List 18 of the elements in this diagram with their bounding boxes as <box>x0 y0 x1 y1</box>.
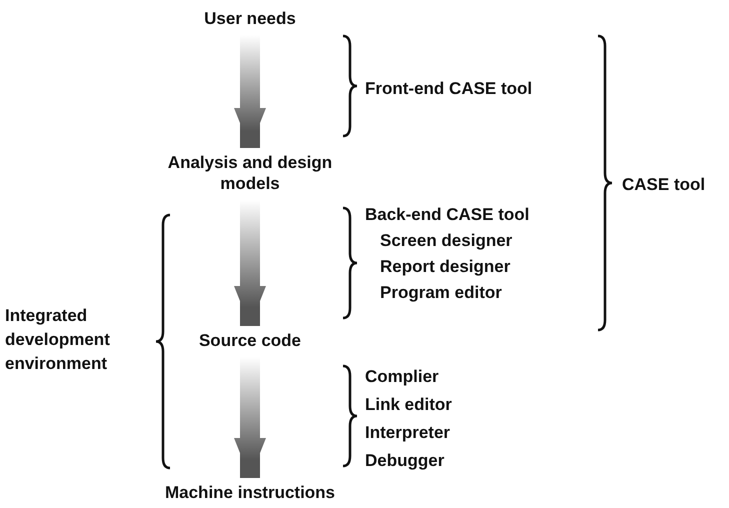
annotation-text: Front-end CASE tool <box>365 78 532 99</box>
annotation-text: Debugger <box>365 450 444 471</box>
arrow <box>234 200 266 326</box>
annotation-text: Report designer <box>380 256 510 277</box>
node-text: Machine instructions <box>120 482 380 503</box>
annotation-text: CASE tool <box>622 174 706 195</box>
annotation-text: Screen designer <box>380 230 512 251</box>
annotation-text: Back-end CASE tool <box>365 204 530 225</box>
annotation-text: Complier <box>365 366 439 387</box>
annotation-text: Program editor <box>380 282 502 303</box>
annotation-text: Integrated development environment <box>5 305 111 375</box>
node-text: User needs <box>190 8 310 29</box>
node-text: Source code <box>180 330 320 351</box>
arrow <box>234 357 266 478</box>
annotation-text: Interpreter <box>365 422 450 443</box>
node-text: Analysis and design models <box>150 152 350 194</box>
annotation-text: Link editor <box>365 394 452 415</box>
arrow <box>234 35 266 148</box>
